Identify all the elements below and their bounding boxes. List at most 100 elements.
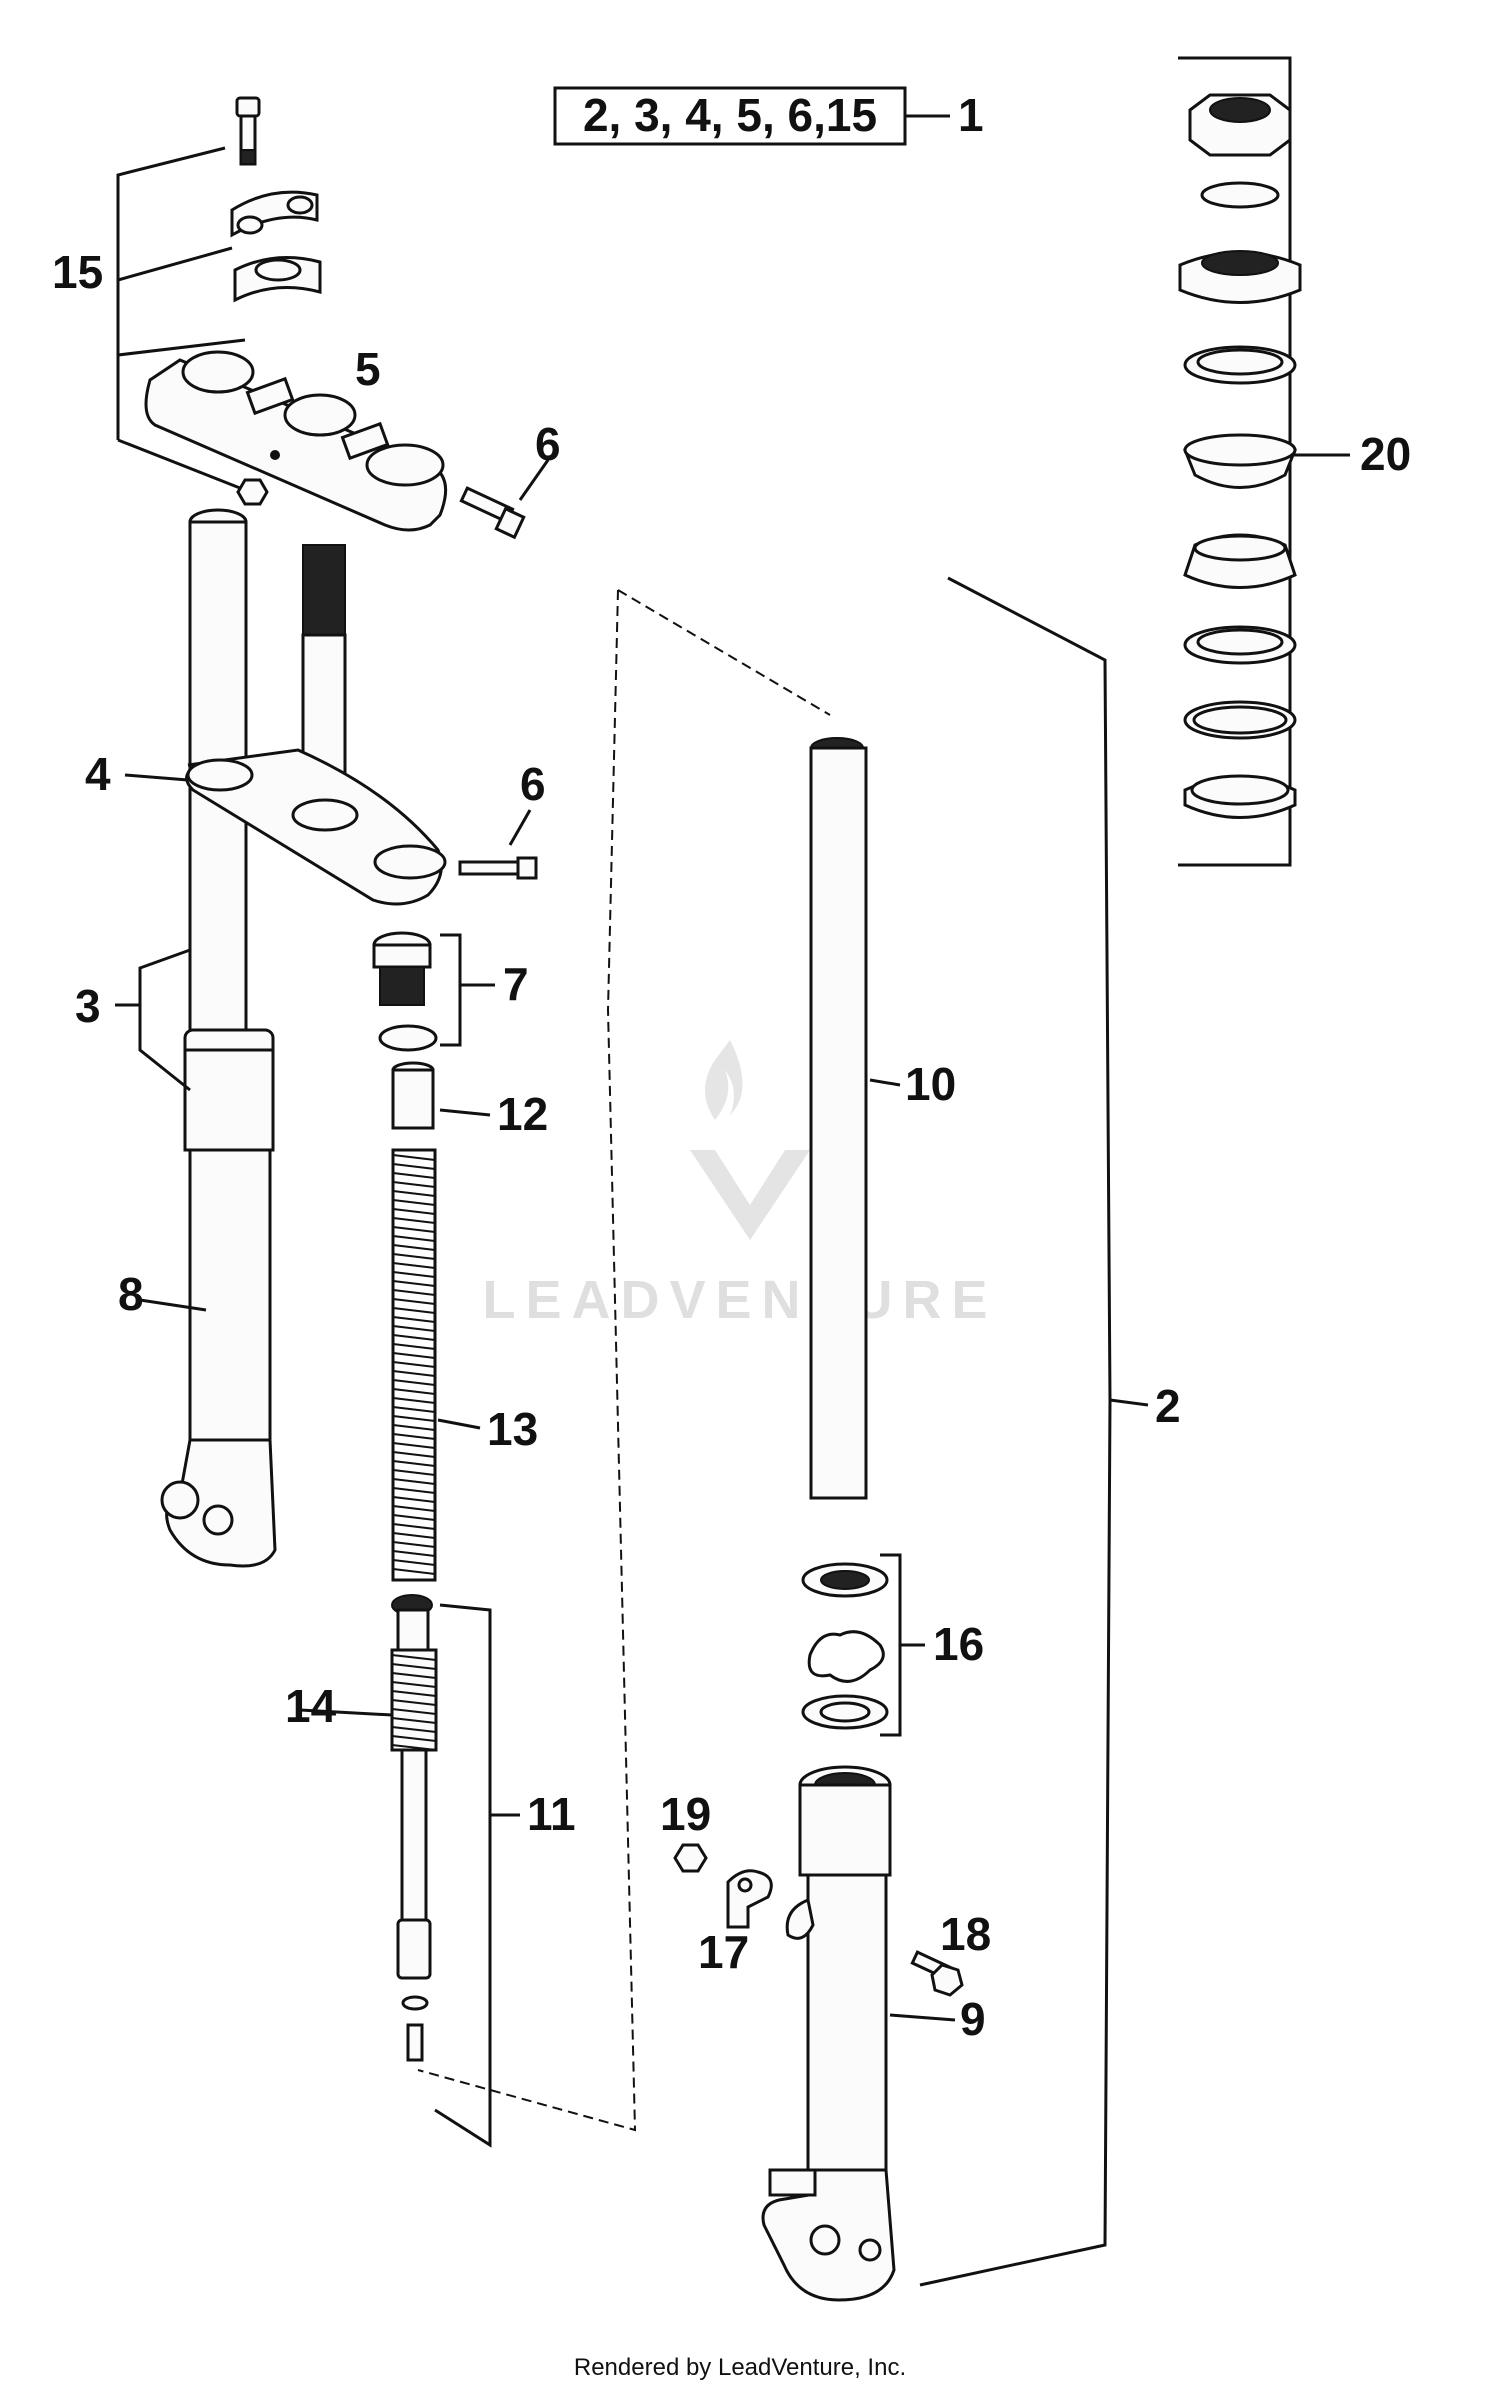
spring-coil bbox=[392, 1235, 436, 1242]
lower-slider-right: 9 bbox=[761, 1765, 986, 2302]
spring-coil bbox=[392, 1172, 436, 1179]
spring-coil bbox=[392, 1154, 436, 1161]
label-12: 12 bbox=[497, 1088, 548, 1140]
clamp-17: 17 bbox=[698, 1869, 773, 1978]
label-9: 9 bbox=[960, 1993, 986, 2045]
bolt-top bbox=[235, 96, 261, 166]
spring: 13 bbox=[391, 1148, 538, 1582]
rebound-spring-coil bbox=[391, 1744, 437, 1751]
rebound-spring-coil bbox=[391, 1663, 437, 1670]
bearing-cage-1 bbox=[1183, 345, 1297, 385]
handlebar-clamp-upper bbox=[230, 190, 319, 238]
spring-coil bbox=[392, 1289, 436, 1296]
spring-coil bbox=[392, 1361, 436, 1368]
label-19: 19 bbox=[660, 1788, 711, 1840]
spring-coil bbox=[392, 1280, 436, 1287]
washer-1 bbox=[1200, 181, 1280, 209]
spring-coil bbox=[392, 1307, 436, 1314]
label-13: 13 bbox=[487, 1403, 538, 1455]
spring-coil bbox=[392, 1487, 436, 1494]
pinch-bolt-upper: 6 bbox=[459, 418, 561, 540]
label-3: 3 bbox=[75, 980, 101, 1032]
spring-coil bbox=[392, 1460, 436, 1467]
label-10: 10 bbox=[905, 1058, 956, 1110]
spring-coil bbox=[392, 1262, 436, 1269]
spring-coil bbox=[392, 1271, 436, 1278]
nut-top-bearing bbox=[1188, 93, 1292, 157]
rebound-spring-coil bbox=[391, 1672, 437, 1679]
spring-coil bbox=[392, 1532, 436, 1539]
spring-coil bbox=[392, 1451, 436, 1458]
spacer: 12 bbox=[391, 1061, 548, 1140]
label-14: 14 bbox=[285, 1680, 337, 1732]
nut-19: 19 bbox=[660, 1788, 711, 1873]
spring-coil bbox=[392, 1433, 436, 1440]
spring-coil bbox=[392, 1316, 436, 1323]
spring-coil bbox=[392, 1415, 436, 1422]
spring-coil bbox=[392, 1424, 436, 1431]
kit-box: 2, 3, 4, 5, 6,15 1 bbox=[553, 86, 984, 146]
spring-coil bbox=[392, 1523, 436, 1530]
spring-coil bbox=[392, 1388, 436, 1395]
rebound-spring-coil bbox=[391, 1690, 437, 1697]
seal-kit: 16 bbox=[801, 1553, 984, 1737]
watermark-text: LEADVENTURE bbox=[482, 1270, 997, 1330]
label-6-upper: 6 bbox=[535, 418, 561, 470]
lower-slider-left: 8 bbox=[118, 1048, 277, 1568]
label-16: 16 bbox=[933, 1618, 984, 1670]
damper-rod: 14 11 bbox=[285, 1594, 576, 2148]
spring-coil bbox=[392, 1442, 436, 1449]
spring-coil bbox=[392, 1406, 436, 1413]
cap-bolt: 7 bbox=[372, 931, 529, 1052]
spring-coil bbox=[392, 1352, 436, 1359]
spring-coil bbox=[392, 1379, 436, 1386]
spring-coil bbox=[392, 1298, 436, 1305]
assembly-lines bbox=[417, 589, 831, 2132]
spring-coil bbox=[392, 1370, 436, 1377]
label-15: 15 bbox=[52, 246, 103, 298]
bracket-3: 3 bbox=[75, 948, 191, 1092]
inner-tube: 10 bbox=[809, 737, 956, 1500]
lower-triple-clamp: 4 bbox=[85, 748, 447, 906]
spring-coil bbox=[392, 1208, 436, 1215]
spring-coil bbox=[392, 1541, 436, 1548]
rebound-spring-coil bbox=[391, 1726, 437, 1733]
spring-coil bbox=[392, 1163, 436, 1170]
footer-credit: Rendered by LeadVenture, Inc. bbox=[574, 2354, 906, 2381]
label-11: 11 bbox=[527, 1788, 576, 1840]
bolt-18: 18 bbox=[910, 1908, 991, 1997]
spring-coil bbox=[392, 1226, 436, 1233]
kit-box-text: 2, 3, 4, 5, 6,15 bbox=[583, 89, 877, 141]
rebound-spring-coil bbox=[391, 1681, 437, 1688]
seal-ring bbox=[1183, 700, 1297, 740]
spring-coil bbox=[392, 1190, 436, 1197]
spring-coil bbox=[392, 1199, 436, 1206]
bearing-race-1 bbox=[1183, 433, 1297, 489]
handlebar-clamp-lower bbox=[233, 256, 322, 303]
rebound-spring-coil bbox=[391, 1654, 437, 1661]
label-1: 1 bbox=[958, 89, 984, 141]
bearing-stack: 20 bbox=[1178, 56, 1411, 867]
spring-coil bbox=[392, 1253, 436, 1260]
label-5: 5 bbox=[355, 343, 381, 395]
label-8: 8 bbox=[118, 1268, 144, 1320]
label-20: 20 bbox=[1360, 428, 1411, 480]
spring-coil bbox=[392, 1514, 436, 1521]
label-6-lower: 6 bbox=[520, 758, 546, 810]
bearing-cage-2 bbox=[1183, 625, 1297, 665]
spring-coil bbox=[392, 1496, 436, 1503]
nut-small bbox=[236, 478, 269, 506]
spring-coil bbox=[392, 1325, 436, 1332]
bearing-race-2 bbox=[1183, 533, 1297, 589]
spring-coil bbox=[392, 1181, 436, 1188]
watermark: LEADVENTURE bbox=[482, 1040, 997, 1330]
rebound-spring-coil bbox=[391, 1708, 437, 1715]
spring-coil bbox=[392, 1397, 436, 1404]
dust-seal bbox=[1183, 774, 1297, 819]
spring-coil bbox=[392, 1244, 436, 1251]
bracket-2: 2 bbox=[919, 576, 1181, 2287]
spring-coil bbox=[392, 1217, 436, 1224]
spring-coil bbox=[392, 1478, 436, 1485]
bearing-cup-top bbox=[1178, 250, 1302, 304]
